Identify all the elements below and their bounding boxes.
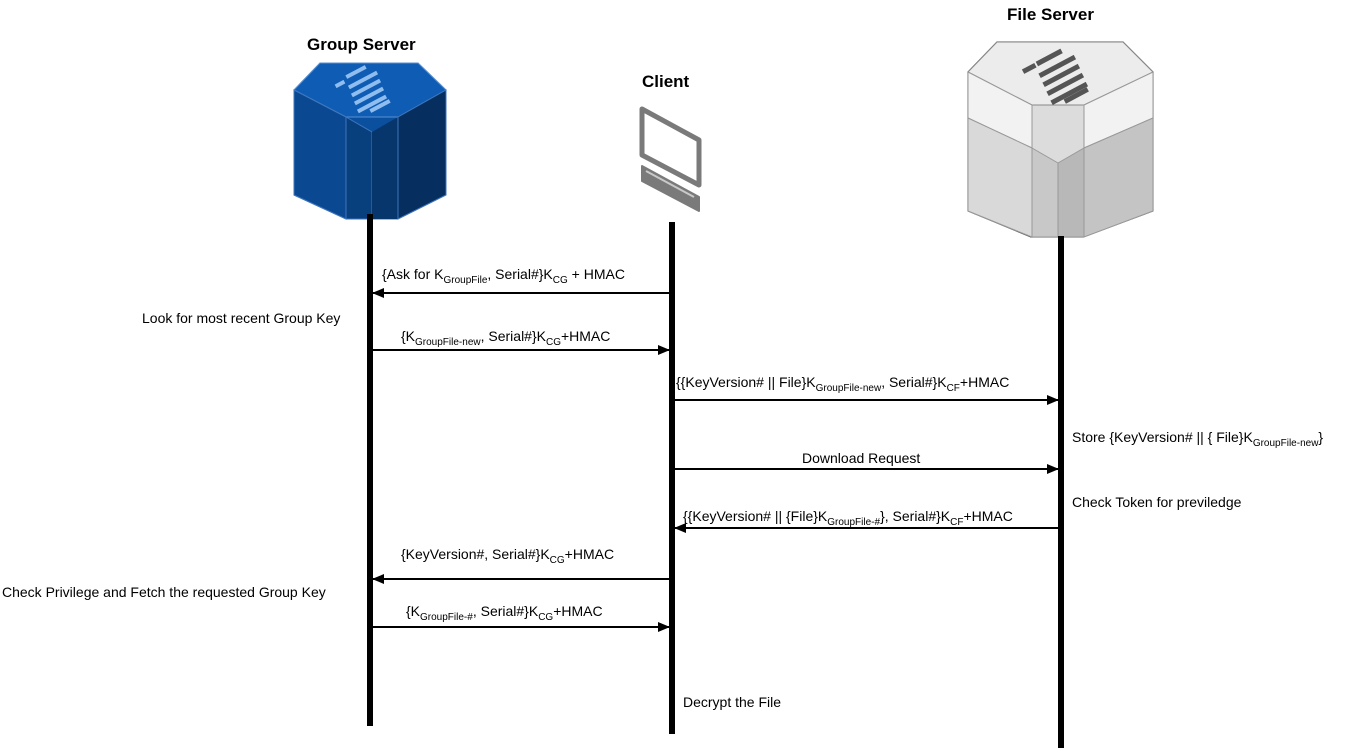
note-decrypt-file: Decrypt the File xyxy=(683,694,782,710)
client-title: Client xyxy=(642,72,690,91)
message-download-request: Download Request xyxy=(802,450,921,466)
message-request-key-version: {KeyVersion#, Serial#}KCG+HMAC xyxy=(401,546,615,566)
message-return-group-key: {KGroupFile-new, Serial#}KCG+HMAC xyxy=(401,328,611,348)
note-check-privilege: Check Privilege and Fetch the requested … xyxy=(2,584,326,600)
note-check-token: Check Token for previledge xyxy=(1072,494,1242,510)
file-server-icon xyxy=(967,41,1154,238)
group-server-icon xyxy=(293,62,447,220)
note-look-for-key: Look for most recent Group Key xyxy=(142,310,341,326)
message-ask-group-key: {Ask for KGroupFile, Serial#}KCG + HMAC xyxy=(382,266,625,286)
message-return-requested-key: {KGroupFile-#, Serial#}KCG+HMAC xyxy=(406,603,603,623)
client-computer-icon xyxy=(639,106,702,212)
file-server-title: File Server xyxy=(1007,5,1094,24)
group-server-title: Group Server xyxy=(307,35,416,54)
message-upload-file: {{KeyVersion# || File}KGroupFile-new, Se… xyxy=(676,374,1010,394)
message-return-file: {{KeyVersion# || {File}KGroupFile-#}, Se… xyxy=(683,508,1013,528)
note-store-file: Store {KeyVersion# || { File}KGroupFile-… xyxy=(1072,429,1324,449)
